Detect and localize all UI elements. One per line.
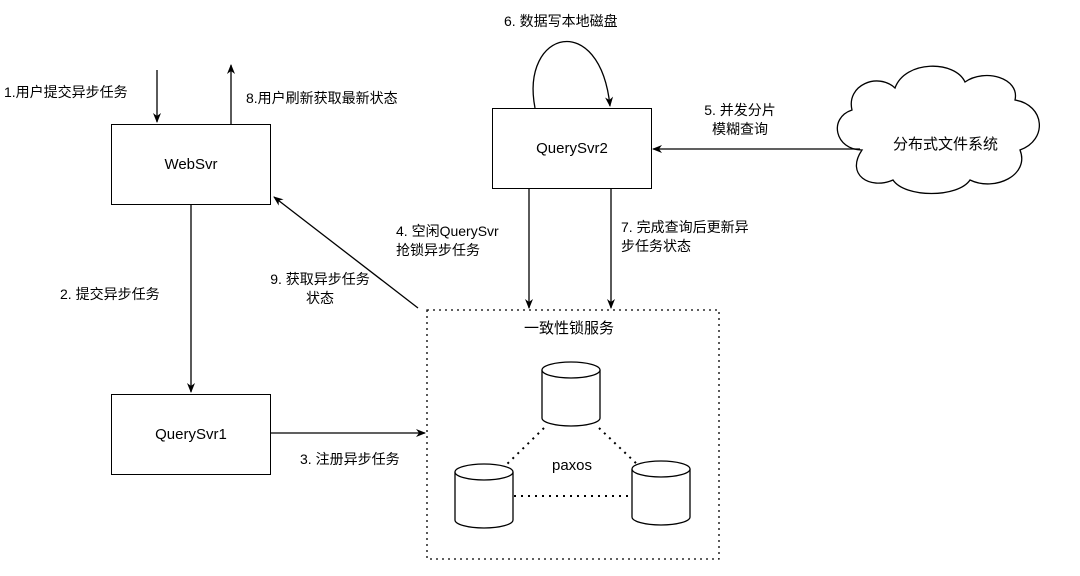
edge-7-label: 7. 完成查询后更新异 步任务状态	[621, 218, 749, 256]
paxos-link-left	[502, 427, 545, 469]
paxos-node-top	[541, 361, 601, 427]
edge-6-arrow	[532, 40, 614, 109]
edge-4-label-line1: 4. 空闲QuerySvr	[396, 223, 499, 239]
querysvr2-label: QuerySvr2	[536, 140, 608, 157]
dfs-label: 分布式文件系统	[893, 136, 999, 153]
edge-7-label-line2: 步任务状态	[621, 238, 691, 254]
paxos-label: paxos	[552, 457, 593, 474]
websvr-node: WebSvr	[111, 124, 271, 205]
lock-service-label: 一致性锁服务	[524, 320, 615, 337]
edge-5-label-line2: 模糊查询	[712, 121, 768, 137]
edge-3-label: 3. 注册异步任务	[300, 451, 400, 467]
edge-7-label-line1: 7. 完成查询后更新异	[621, 219, 749, 235]
edge-1-label: 1.用户提交异步任务	[4, 84, 128, 100]
querysvr1-node: QuerySvr1	[111, 394, 271, 475]
edge-5-label-line1: 5. 并发分片	[704, 102, 776, 118]
edge-8-label: 8.用户刷新获取最新状态	[246, 90, 398, 106]
cloud-shape	[836, 65, 1040, 195]
paxos-node-left	[454, 463, 514, 529]
edge-2-label: 2. 提交异步任务	[60, 286, 160, 302]
querysvr2-node: QuerySvr2	[492, 108, 652, 189]
edge-4-label-line2: 抢锁异步任务	[396, 242, 480, 258]
paxos-node-right	[631, 460, 691, 526]
edge-9-label-line2: 状态	[306, 290, 334, 306]
querysvr1-label: QuerySvr1	[155, 426, 227, 443]
edge-9-label-line1: 9. 获取异步任务	[270, 271, 370, 287]
edge-5-label: 5. 并发分片 模糊查询	[690, 101, 790, 139]
edge-9-label: 9. 获取异步任务 状态	[254, 270, 386, 308]
paxos-link-right	[598, 427, 641, 468]
edge-9-arrow	[273, 196, 419, 309]
edge-6-label: 6. 数据写本地磁盘	[504, 13, 618, 29]
websvr-label: WebSvr	[164, 156, 218, 173]
edge-4-label: 4. 空闲QuerySvr 抢锁异步任务	[396, 222, 499, 260]
lock-service-container	[426, 309, 720, 560]
